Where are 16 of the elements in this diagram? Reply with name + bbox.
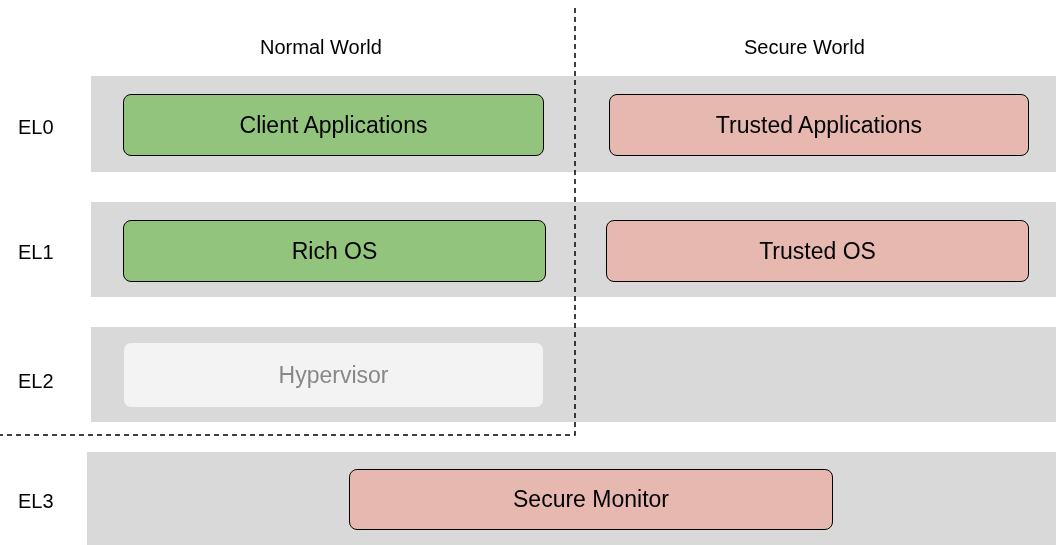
level-label: EL0 [18, 116, 54, 139]
column-heading: Secure World [744, 36, 865, 59]
component-box: Hypervisor [123, 342, 544, 408]
component-box: Trusted OS [606, 220, 1029, 282]
level-label: EL1 [18, 241, 54, 264]
level-band [87, 452, 1056, 545]
level-label: EL3 [18, 490, 54, 513]
component-box: Trusted Applications [609, 94, 1029, 156]
component-box: Rich OS [123, 220, 546, 282]
level-band [91, 327, 1056, 422]
component-box: Client Applications [123, 94, 544, 156]
column-heading: Normal World [260, 36, 382, 59]
level-label: EL2 [18, 370, 54, 393]
component-box: Secure Monitor [349, 469, 833, 530]
level-band [91, 202, 1056, 297]
level-band [91, 76, 1056, 172]
